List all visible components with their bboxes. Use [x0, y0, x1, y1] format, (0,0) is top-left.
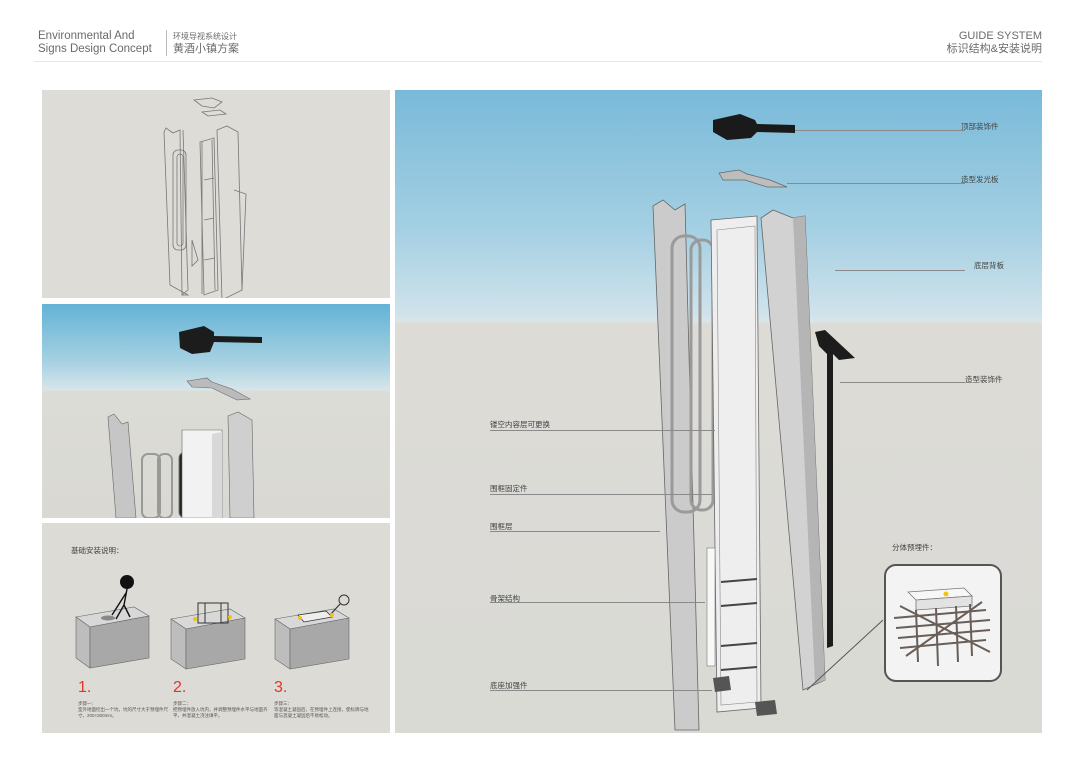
main-frame-outer: [670, 234, 702, 514]
header-project-name: 黄酒小镇方案: [173, 43, 239, 55]
header-title-en: Environmental And Signs Design Concept: [38, 30, 152, 56]
main-top-ornament: [713, 114, 795, 140]
label-frame-layer: 围框层: [490, 522, 513, 531]
header-right: GUIDE SYSTEM 标识结构&安装说明: [947, 30, 1042, 56]
leader-base-reinforce: [490, 690, 712, 691]
label-frame-fixing: 围框固定件: [490, 484, 528, 493]
leader-skeleton: [490, 602, 705, 603]
wire-top-ornament: [192, 97, 223, 109]
render-front-panel: [107, 413, 137, 518]
step-1-text: 步骤一： 室外地面挖出一个坑，坑的尺寸大于预埋件尺寸，200×300mm。: [78, 701, 168, 718]
header-title-cn-small: 环境导视系统设计: [173, 32, 237, 41]
label-skeleton: 骨架结构: [490, 594, 520, 603]
wire-frame: [172, 149, 187, 251]
header-title-en-line1: Environmental And: [38, 30, 135, 42]
step-2-text: 步骤二： 把预埋件放入坑内，并调整预埋件水平与地面齐平，并混凝土浇注填平。: [173, 701, 268, 718]
main-frame-inner: [689, 238, 715, 512]
embedded-part-inset: [884, 564, 1002, 682]
wire-back-panel: [216, 125, 243, 298]
render-sign-drawing: [107, 326, 262, 518]
label-light-panel: 造型发光板: [961, 175, 999, 184]
render-back-panel: [227, 411, 255, 518]
leader-back-panel: [835, 270, 965, 271]
header-structure-subtitle: 标识结构&安装说明: [946, 43, 1042, 55]
wire-front-panel: [163, 127, 189, 296]
leader-hollow-content: [490, 430, 715, 431]
header-title-cn: 环境导视系统设计 黄酒小镇方案: [166, 30, 239, 56]
installation-illustration: [75, 575, 350, 670]
installation-title: 基础安装说明：: [71, 546, 124, 555]
embedded-part-drawing: [893, 587, 991, 667]
label-hollow-content: 镂空内容层可更换: [490, 420, 550, 429]
wireframe-sign-drawing: [163, 97, 247, 298]
main-base-plate-left: [713, 676, 731, 692]
render-light-panel: [186, 377, 252, 401]
render-exploded-panel: [42, 304, 390, 518]
step-3-number: 3.: [274, 679, 288, 696]
header-divider: [34, 61, 1042, 62]
leader-frame-layer: [490, 531, 660, 532]
main-skeleton: [710, 215, 762, 713]
render-top-ornament: [179, 326, 262, 354]
main-structure-panel: 顶部装饰件 造型发光板 底层背板 造型装饰件 镂空内容层可更换 围框固定件 围框…: [395, 90, 1042, 733]
step-2-number: 2.: [173, 679, 187, 696]
concrete-block-1: [75, 575, 150, 669]
label-base-reinforce: 底座加强件: [490, 681, 528, 690]
header-guide-system: GUIDE SYSTEM: [958, 30, 1042, 42]
label-back-panel: 底层背板: [974, 261, 1004, 270]
wireframe-exploded-panel: [42, 90, 390, 298]
leader-frame-fixing: [490, 494, 712, 495]
label-top-ornament: 顶部装饰件: [961, 122, 999, 131]
wire-light-panel: [200, 109, 228, 117]
main-base-plate-right: [755, 700, 777, 716]
main-front-panel: [652, 199, 700, 731]
main-light-panel: [718, 169, 788, 188]
installation-panel: 基础安装说明：: [42, 523, 390, 733]
concrete-block-3: [274, 594, 350, 670]
label-side-ornament: 造型装饰件: [965, 375, 1003, 384]
step-3-text: 步骤三： 等混凝土凝固后，在预埋件上连接，使标牌与地面与混凝土凝固后不易松动。: [274, 701, 369, 718]
worker-head: [120, 575, 134, 589]
leader-top-ornament: [795, 130, 965, 131]
wire-side-ornament: [233, 189, 247, 291]
header-title-en-line2: Signs Design Concept: [38, 43, 152, 55]
detail-title: 分体预埋件：: [892, 543, 937, 552]
wire-skeleton: [199, 137, 219, 296]
main-sign-drawing: [652, 114, 855, 731]
step-1-number: 1.: [78, 679, 92, 696]
leader-side-ornament: [840, 382, 965, 383]
concrete-block-2: [170, 602, 246, 670]
leader-light-panel: [787, 183, 965, 184]
